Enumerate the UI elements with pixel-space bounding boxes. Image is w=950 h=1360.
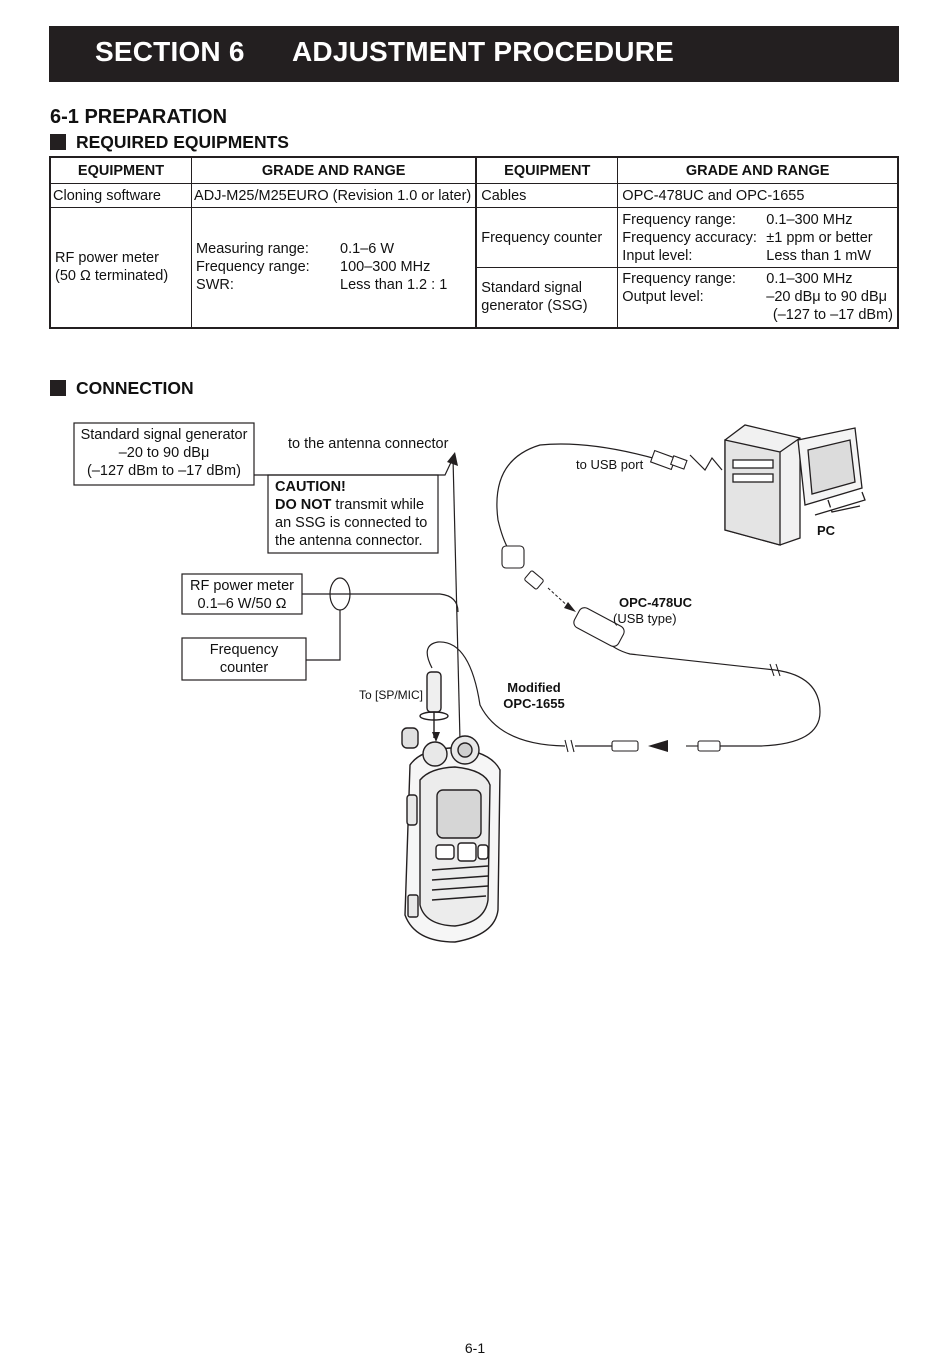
- table-cell: OPC-478UC and OPC-1655: [617, 183, 899, 208]
- modified-opc1655-label: Modified OPC-1655: [503, 680, 565, 711]
- table-cell: RF power meter (50 Ω terminated): [49, 207, 193, 328]
- freq-counter-label: Frequency counter: [209, 642, 279, 676]
- page-number: 6-1: [464, 1340, 486, 1356]
- table-row: Standard signal generator (SSG) Frequenc…: [50, 267, 899, 328]
- table-cell: Frequency counter: [475, 207, 619, 268]
- connection-heading: CONNECTION: [50, 378, 194, 399]
- coupler-ellipse: [329, 577, 351, 611]
- table-cell: Cloning software: [49, 183, 193, 208]
- bullet-square-icon: [50, 134, 66, 150]
- opc478-cable: [604, 639, 821, 747]
- ssg-cable: [254, 457, 454, 476]
- to-antenna-label: to the antenna connector: [288, 436, 449, 452]
- arrow-icon: [447, 452, 458, 466]
- antenna-cable: [452, 457, 461, 741]
- radio-transceiver-icon: [401, 671, 501, 943]
- table-header-row: EQUIPMENT GRADE AND RANGE EQUIPMENT GRAD…: [49, 156, 899, 184]
- pc-label: PC: [817, 523, 836, 538]
- plug-connectors: [611, 740, 721, 752]
- to-spmic-label: To [SP/MIC]: [359, 688, 424, 702]
- ferrite-core-icon: [501, 545, 544, 590]
- table-cell: Frequency range:0.1–300 MHz Output level…: [617, 267, 899, 328]
- column-header: GRADE AND RANGE: [191, 156, 477, 184]
- required-equipments-heading: REQUIRED EQUIPMENTS: [50, 132, 289, 153]
- section-banner: SECTION 6 ADJUSTMENT PROCEDURE: [49, 26, 899, 82]
- table-cell: Frequency range:0.1–300 MHz Frequency ac…: [617, 207, 899, 268]
- section-title: ADJUSTMENT PROCEDURE: [292, 36, 675, 67]
- opc478uc-label: OPC-478UC: [619, 595, 692, 610]
- to-usb-label: to USB port: [576, 457, 644, 472]
- rf-cable: [302, 593, 459, 613]
- column-header: GRADE AND RANGE: [617, 156, 899, 184]
- table-row: Cloning software ADJ-M25/M25EURO (Revisi…: [49, 183, 899, 208]
- table-cell: Measuring range:0.1–6 W Frequency range:…: [191, 207, 477, 328]
- column-header: EQUIPMENT: [49, 156, 193, 184]
- subsection-title: 6-1 PREPARATION: [50, 106, 228, 128]
- caution-note: CAUTION! DO NOT transmit while an SSG is…: [275, 479, 428, 549]
- equipment-table: EQUIPMENT GRADE AND RANGE EQUIPMENT GRAD…: [49, 156, 899, 329]
- bullet-square-icon: [50, 380, 66, 396]
- rf-meter-label: RF power meter 0.1–6 W/50 Ω: [190, 578, 294, 612]
- zigzag-icon: [689, 454, 723, 471]
- usb-plug-icon: [649, 449, 688, 471]
- pc-icon: [724, 424, 866, 546]
- table-cell: Cables: [475, 183, 619, 208]
- arrow-left-icon: [648, 740, 668, 752]
- table-cell: Standard signal generator (SSG): [475, 267, 619, 328]
- section-number: SECTION 6: [95, 36, 245, 67]
- table-row: RF power meter (50 Ω terminated) Measuri…: [49, 207, 899, 328]
- column-header: EQUIPMENT: [475, 156, 619, 184]
- ssg-label: Standard signal generator –20 to 90 dBμ …: [80, 427, 248, 479]
- table-cell: ADJ-M25/M25EURO (Revision 1.0 or later): [191, 183, 477, 208]
- counter-cable: [306, 610, 341, 661]
- usb-type-label: (USB type): [613, 611, 677, 626]
